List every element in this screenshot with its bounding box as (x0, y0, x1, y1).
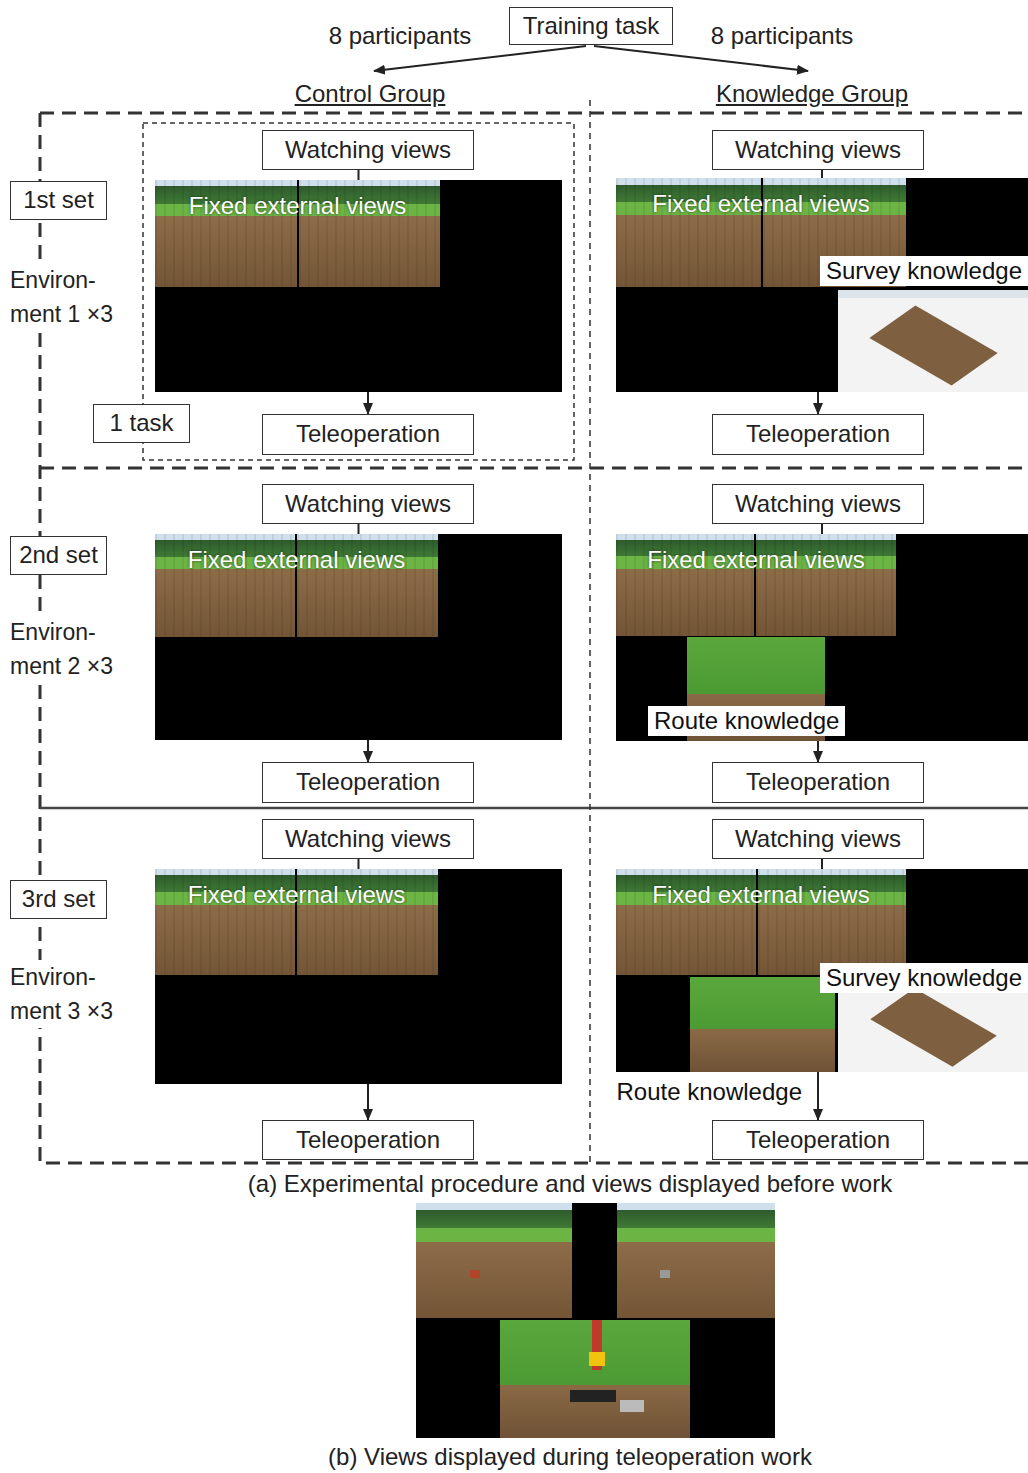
process-box: Teleoperation (262, 762, 474, 803)
connector (358, 859, 360, 869)
connector (358, 524, 360, 534)
terrain-map (869, 306, 997, 386)
connector (358, 170, 360, 180)
process-box: Teleoperation (712, 1120, 924, 1160)
process-box: Training task (509, 7, 673, 45)
box-label: Watching views (285, 137, 451, 163)
view-panel: Fixed external viewsRoute knowledge (616, 534, 1028, 741)
process-box: Teleoperation (712, 414, 924, 455)
environment-label: Environ- ment 1 ×3 (10, 263, 135, 331)
box-label: Teleoperation (746, 769, 890, 795)
process-box: Teleoperation (262, 1120, 474, 1160)
box-label: Teleoperation (746, 421, 890, 447)
survey-view (838, 290, 1028, 392)
text-label: 8 participants (702, 22, 862, 50)
teleoperation-views (416, 1203, 775, 1438)
view-panel: Fixed external viewsSurvey knowledge (616, 178, 1028, 392)
knowledge-label: Survey knowledge (820, 256, 1028, 286)
connector (821, 170, 823, 178)
process-box: Teleoperation (712, 762, 924, 803)
box-label: Teleoperation (296, 421, 440, 447)
process-box: Watching views (262, 819, 474, 859)
box-label: 1 task (109, 410, 173, 436)
process-box: Watching views (262, 484, 474, 524)
view-label: Fixed external views (155, 192, 440, 220)
box-label: 3rd set (22, 886, 95, 912)
connector (367, 392, 369, 414)
environment-label: Environ- ment 3 ×3 (10, 960, 135, 1028)
box-label: Teleoperation (296, 1127, 440, 1153)
connector (817, 392, 819, 414)
group-label: Control Group (270, 80, 470, 108)
process-box: 1 task (93, 404, 190, 443)
knowledge-label: Route knowledge (648, 706, 845, 736)
process-box: 1st set (10, 181, 107, 220)
process-box: Watching views (712, 819, 924, 859)
connector (367, 1084, 369, 1120)
box-label: 2nd set (19, 542, 98, 568)
box-label: Teleoperation (746, 1127, 890, 1153)
view-label: Fixed external views (155, 881, 438, 909)
connector (817, 1072, 819, 1120)
process-box: Teleoperation (262, 414, 474, 455)
route-view (690, 977, 835, 1072)
process-box: Watching views (712, 130, 924, 170)
text-label: (b) Views displayed during teleoperation… (230, 1443, 910, 1471)
dashed-frame (40, 113, 1028, 1163)
group-divider (589, 100, 591, 1163)
environment-label: Environ- ment 2 ×3 (10, 615, 135, 683)
process-box: Watching views (262, 130, 474, 170)
process-box: 3rd set (10, 880, 107, 919)
view-panel: Fixed external views (155, 534, 562, 740)
view-label: Fixed external views (616, 190, 906, 218)
terrain-map (870, 988, 997, 1067)
box-label: Training task (523, 13, 660, 39)
process-box: 2nd set (10, 536, 107, 575)
view-label: Fixed external views (616, 881, 906, 909)
knowledge-label: Survey knowledge (820, 963, 1028, 993)
split-arrow (594, 46, 808, 71)
task-frame (143, 123, 574, 460)
box-label: Watching views (735, 491, 901, 517)
set-divider (40, 807, 1028, 810)
box-label: Watching views (285, 491, 451, 517)
box-label: Watching views (285, 826, 451, 852)
view-label: Fixed external views (155, 546, 438, 574)
process-box: Watching views (712, 484, 924, 524)
connector (817, 741, 819, 762)
box-label: 1st set (23, 187, 94, 213)
view-panel: Fixed external viewsSurvey knowledgeRout… (616, 869, 1028, 1072)
connector (367, 740, 369, 762)
view-panel: Fixed external views (155, 869, 562, 1084)
text-label: 8 participants (320, 22, 480, 50)
group-label: Knowledge Group (702, 80, 922, 108)
toolbar (838, 290, 1028, 298)
connector (821, 524, 823, 534)
view-label: Fixed external views (616, 546, 896, 574)
text-label: (a) Experimental procedure and views dis… (130, 1170, 1010, 1198)
split-arrow (374, 46, 586, 71)
view-panel: Fixed external views (155, 180, 562, 392)
knowledge-label: Route knowledge (611, 1077, 808, 1107)
box-label: Watching views (735, 826, 901, 852)
connector (821, 859, 823, 869)
box-label: Watching views (735, 137, 901, 163)
box-label: Teleoperation (296, 769, 440, 795)
